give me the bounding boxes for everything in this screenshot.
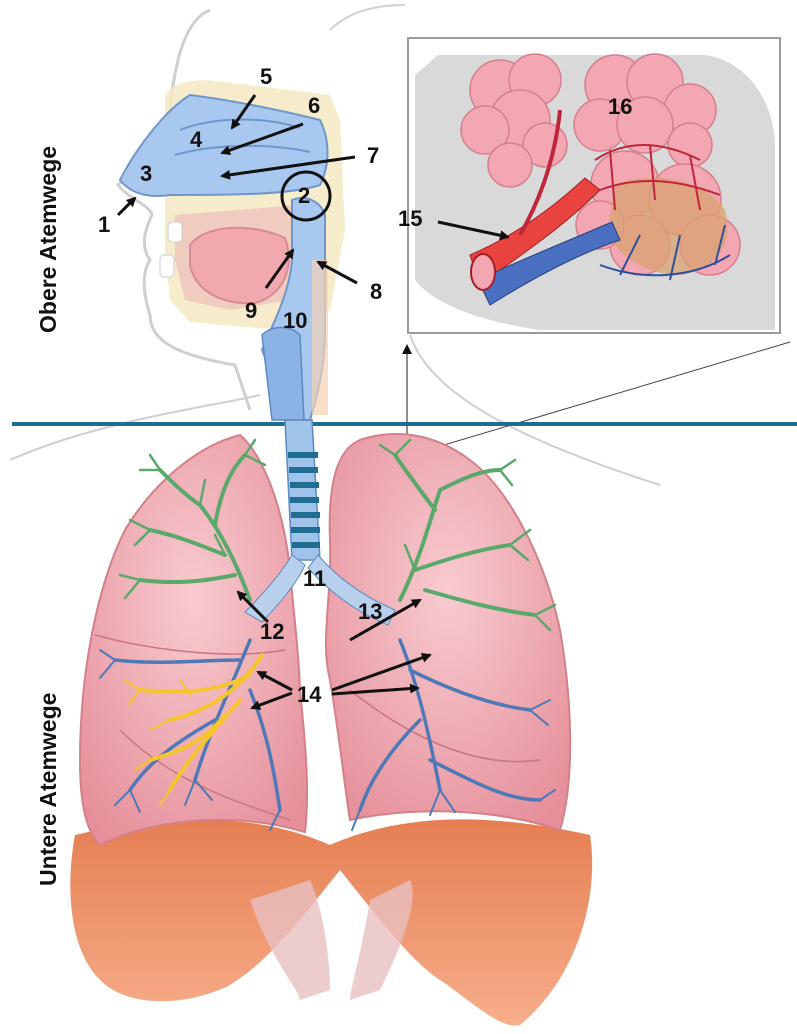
zoom-indicator <box>385 342 790 456</box>
callout-4: 4 <box>190 127 203 152</box>
callout-9: 9 <box>245 298 257 323</box>
callout-14: 14 <box>297 682 322 707</box>
callout-12: 12 <box>260 619 284 644</box>
callout-2: 2 <box>298 183 310 208</box>
trachea <box>285 420 320 560</box>
label-lower-airways: Untere Atemwege <box>35 693 61 886</box>
label-upper-airways: Obere Atemwege <box>35 146 61 333</box>
callout-15: 15 <box>398 206 422 231</box>
callout-5: 5 <box>260 64 272 89</box>
alveoli-inset <box>408 38 780 333</box>
lungs <box>70 420 592 1026</box>
callout-3: 3 <box>140 161 152 186</box>
callout-7: 7 <box>367 143 379 168</box>
callout-1: 1 <box>98 212 110 237</box>
callout-6: 6 <box>308 93 320 118</box>
diaphragm <box>70 819 592 1025</box>
callout-11: 11 <box>303 566 326 591</box>
arrow-1 <box>118 198 135 215</box>
callout-13: 13 <box>358 599 382 624</box>
callout-10: 10 <box>283 308 307 333</box>
callout-16: 16 <box>608 94 632 119</box>
callout-8: 8 <box>370 279 382 304</box>
